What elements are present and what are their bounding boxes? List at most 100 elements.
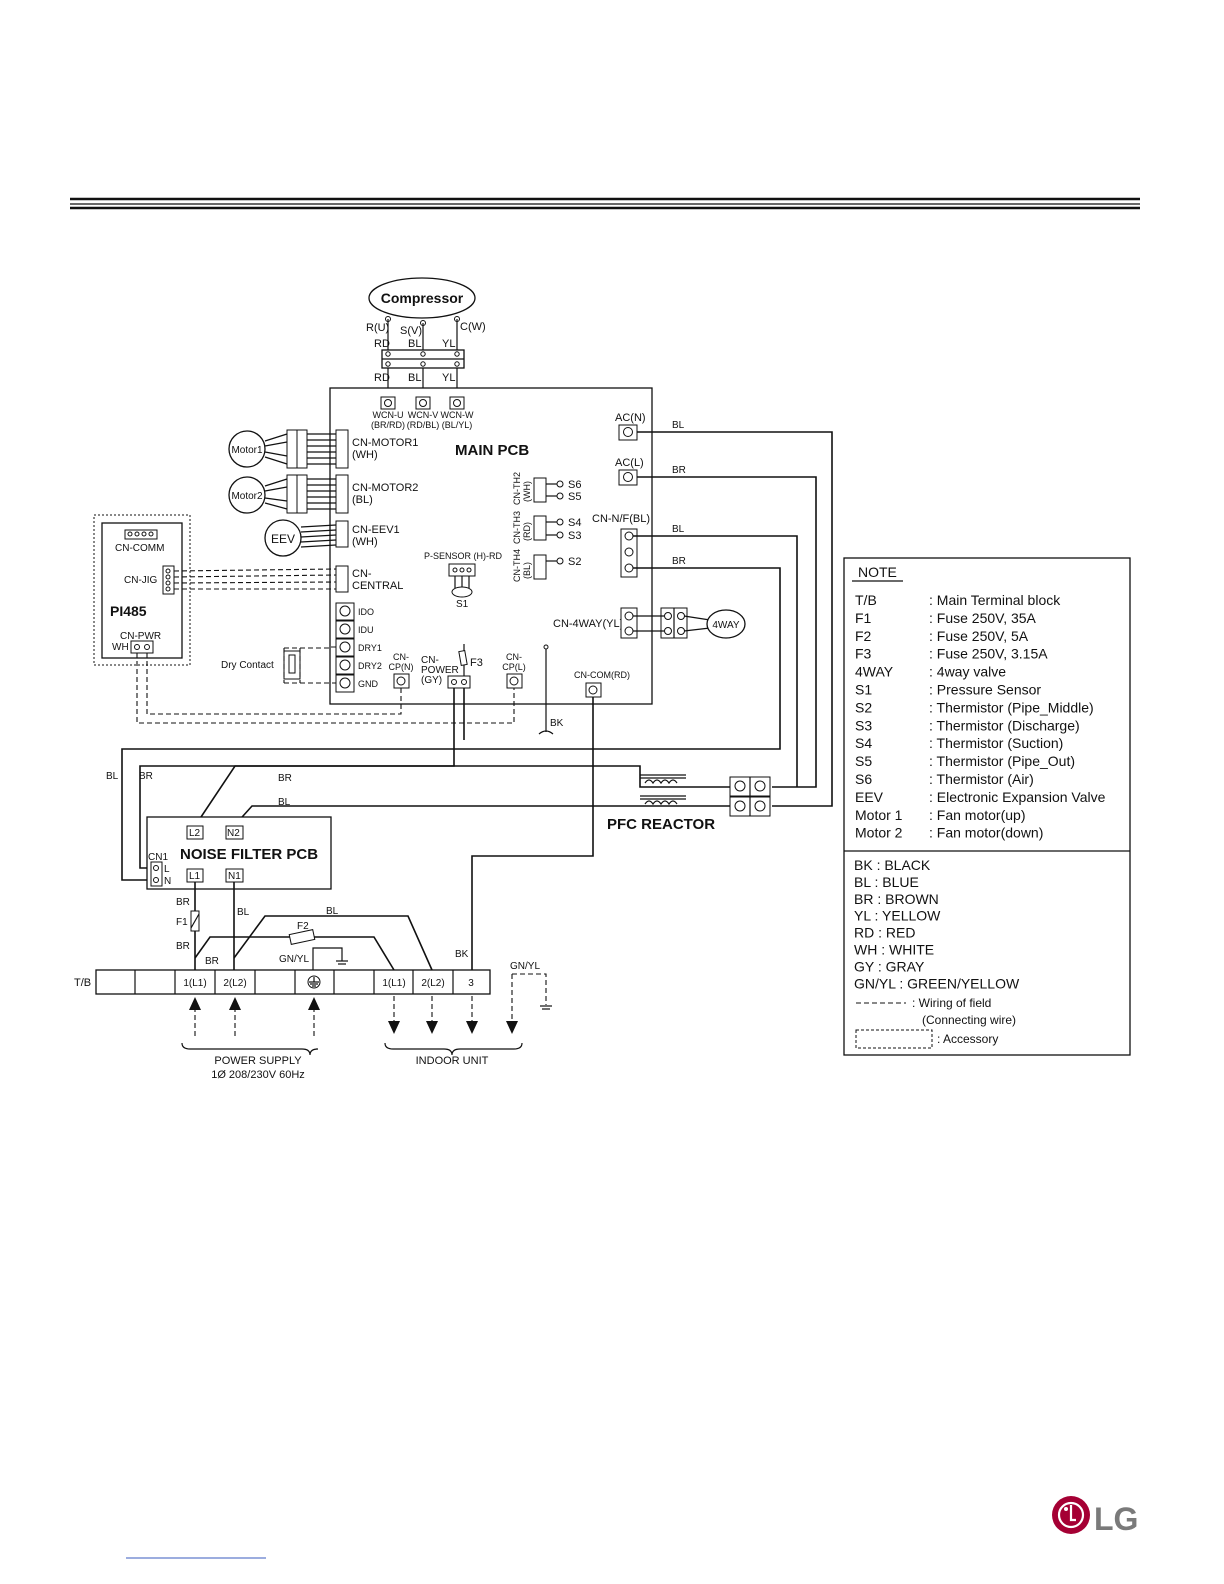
wire-bl-nf: BL (672, 524, 685, 535)
s2-label: S2 (568, 556, 581, 568)
note-value: : Thermistor (Discharge) (929, 717, 1080, 733)
motor1: Motor1 (228, 429, 308, 469)
tb-term-indoor-1l1: 1(L1) (382, 978, 405, 989)
wire-bl-n1: BL (237, 907, 250, 918)
cn-4way-label: CN-4WAY(YL) (553, 618, 623, 630)
note-value: : Electronic Expansion Valve (929, 789, 1106, 805)
term-dry2: DRY2 (358, 661, 382, 671)
nf-n: N (164, 876, 171, 887)
cn-th3-label: CN-TH3 (512, 511, 522, 544)
note-key: 4WAY (855, 664, 894, 680)
motor1-label: Motor1 (231, 445, 263, 456)
wcn-u-label: WCN-U (373, 410, 404, 420)
power-supply-spec: 1Ø 208/230V 60Hz (211, 1069, 305, 1081)
cn-comm-label: CN-COMM (115, 543, 164, 554)
cn-motor1-sub: (WH) (352, 449, 378, 461)
cn-eev1-label: CN-EEV1 (352, 524, 400, 536)
nf-n1: N1 (228, 871, 241, 882)
accessory-legend: : Accessory (937, 1032, 998, 1046)
wire-br-cn1: BR (139, 771, 153, 782)
s6-label: S6 (568, 479, 581, 491)
wire-br-cross: BR (205, 956, 219, 967)
cn-th4-label: CN-TH4 (512, 549, 522, 582)
pfc-reactor-label: PFC REACTOR (607, 816, 715, 833)
field-wiring-legend-sub: (Connecting wire) (922, 1013, 1016, 1027)
note-key: F3 (855, 646, 872, 662)
main-pcb-title: MAIN PCB (455, 442, 529, 459)
power-supply-label: POWER SUPPLY (214, 1055, 302, 1067)
cn-th4-sub: (BL) (522, 562, 532, 579)
fourway-valve: 4WAY (633, 607, 746, 639)
note-value: : Fan motor(up) (929, 807, 1025, 823)
nf-l2: L2 (189, 828, 201, 839)
pi485-title: PI485 (110, 603, 147, 619)
note-title: NOTE (858, 564, 897, 580)
power-wiring: BL BR BL BR BL BR BR BL BK (106, 420, 833, 970)
s1-label: S1 (456, 599, 469, 610)
cn-pwr-label: CN-PWR (120, 631, 161, 642)
wire-br-f1-bottom: BR (176, 941, 190, 952)
pi485-power-wiring (136, 653, 515, 724)
wire-br-nf: BR (672, 556, 686, 567)
field-wiring-arrows: GN/YL POWER SUPPLY 1Ø 208/230V 60Hz INDO… (181, 961, 552, 1081)
tb-term-indoor-3: 3 (468, 978, 474, 989)
s4-label: S4 (568, 517, 581, 529)
color-legend-item: BR : BROWN (854, 891, 939, 907)
wcn-v-sub: (RD/BL) (407, 420, 440, 430)
color-legend-item: YL : YELLOW (854, 908, 941, 924)
note-key: EEV (855, 789, 884, 805)
wcn-v-label: WCN-V (408, 410, 439, 420)
cn-central-sub: CENTRAL (352, 580, 403, 592)
nf-l1: L1 (189, 871, 201, 882)
compressor-terminal-r: R(U) (366, 322, 389, 334)
cn-motor1-label: CN-MOTOR1 (352, 437, 418, 449)
dry-contact-label: Dry Contact (221, 660, 274, 671)
cn-motor2-label: CN-MOTOR2 (352, 482, 418, 494)
wire-bl-acn: BL (672, 420, 685, 431)
note-key: Motor 1 (855, 807, 903, 823)
note-key: S6 (855, 771, 872, 787)
cn-power-sub2: (GY) (421, 675, 442, 686)
wire-bk-t3: BK (455, 949, 469, 960)
cn-jig-label: CN-JIG (124, 575, 158, 586)
cn-central-label: CN- (352, 568, 372, 580)
note-value: : Thermistor (Pipe_Middle) (929, 699, 1094, 715)
note-key: S3 (855, 717, 872, 733)
color-legend-item: WH : WHITE (854, 942, 934, 958)
cn-power-label: CN- (421, 655, 439, 666)
wcn-w-label: WCN-W (441, 410, 474, 420)
lg-logo: LG (1052, 1496, 1138, 1537)
main-pcb: MAIN PCB WCN-U WCN-V WCN-W (BR/RD) (RD/B… (329, 387, 653, 705)
cp-l-sub: CP(L) (502, 662, 526, 672)
note-value: : Fuse 250V, 3.15A (929, 646, 1048, 662)
ac-n-label: AC(N) (615, 412, 646, 424)
cn-th3-sub: (RD) (522, 522, 532, 541)
note-key: F1 (855, 610, 872, 626)
dry-contact: Dry Contact (221, 646, 336, 684)
eev-label: EEV (271, 532, 295, 546)
compressor-terminal-s: S(V) (400, 325, 422, 337)
f1-label: F1 (176, 917, 188, 928)
nf-l: L (164, 864, 170, 875)
pi485-accessory: CN-COMM CN-JIG PI485 CN-PWR WH (93, 514, 191, 666)
note-value: : Fan motor(down) (929, 825, 1043, 841)
compressor-wiring: RD BL YL RD BL YL (374, 319, 465, 398)
tb-term-indoor-2l2: 2(L2) (421, 978, 444, 989)
tb-label: T/B (74, 977, 91, 989)
note-value: : Main Terminal block (929, 592, 1061, 608)
note-key: T/B (855, 592, 877, 608)
wire-color-rd-top: RD (374, 338, 390, 350)
note-value: : Fuse 250V, 35A (929, 610, 1037, 626)
note-key: S1 (855, 682, 872, 698)
s5-label: S5 (568, 491, 581, 503)
f2-label: F2 (297, 921, 309, 932)
eev: EEV (264, 519, 337, 557)
note-value: : Thermistor (Pipe_Out) (929, 753, 1075, 769)
wire-color-yl-bottom: YL (442, 372, 455, 384)
tb-term-2l2: 2(L2) (223, 978, 246, 989)
central-dashed-wires (173, 568, 337, 590)
term-idu: IDU (358, 625, 374, 635)
